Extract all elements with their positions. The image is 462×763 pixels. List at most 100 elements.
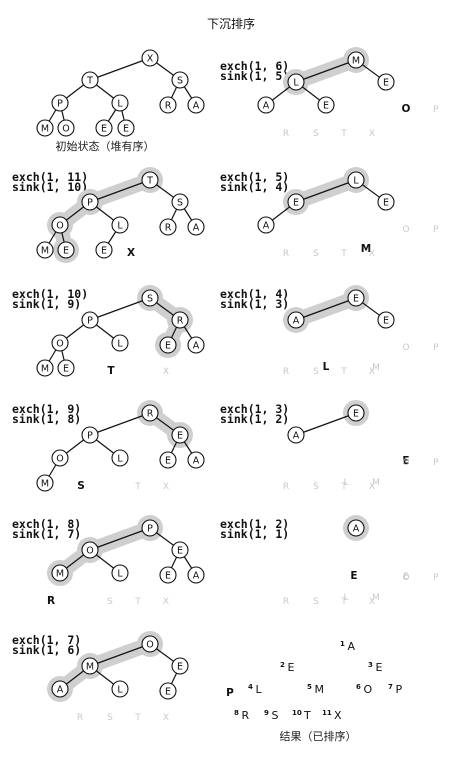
heap-node: L [111, 334, 129, 352]
sorted-key: R [283, 249, 289, 259]
heap-node-key: A [57, 685, 64, 696]
sorted-key: L [343, 593, 348, 603]
heap-node-key: E [177, 546, 183, 557]
heap-node: E [57, 359, 75, 377]
operation-label: exch(1, 5) [220, 170, 289, 184]
heap-node-key: P [87, 198, 93, 209]
heap-node-key: E [323, 101, 329, 112]
tree-edge [295, 412, 357, 436]
heap-node-key: A [193, 571, 200, 582]
tree-edge [89, 297, 151, 321]
sorted-key: T [340, 482, 347, 492]
heap-node-key: E [63, 246, 69, 257]
tree-edge [89, 179, 151, 203]
result-index: 6 [356, 683, 361, 691]
heap-node: R [159, 218, 177, 236]
sorted-key: X [369, 597, 375, 607]
heap-node: L [287, 73, 305, 91]
heap-node-key: A [293, 431, 300, 442]
heap-node-key: E [165, 341, 171, 352]
heap-node: A [187, 96, 205, 114]
operation-label: sink(1, 3) [220, 297, 289, 311]
operation-label: sink(1, 5) [220, 69, 289, 83]
sorted-key: T [340, 597, 347, 607]
heap-node: S [171, 71, 189, 89]
result-index: 4 [248, 683, 253, 691]
result-index: 9 [264, 709, 269, 717]
tree-edge [89, 643, 151, 667]
heap-node: T [81, 71, 99, 89]
heap-node: A [347, 519, 365, 537]
heap-node: A [257, 96, 275, 114]
sorted-key: M [372, 593, 380, 603]
heap-node: A [257, 216, 275, 234]
sorted-key: E [403, 572, 409, 582]
heap-node: R [171, 311, 189, 329]
heap-node-key: E [63, 364, 69, 375]
heap-node: M [36, 359, 54, 377]
heap-node: O [51, 216, 69, 234]
heap-node: L [111, 680, 129, 698]
heap-node-key: M [41, 124, 49, 135]
sorted-key: O [402, 343, 409, 353]
heap-node-key: L [117, 685, 123, 696]
operation-label: exch(1, 9) [12, 402, 81, 416]
sorted-key: X [369, 367, 375, 377]
heap-node: P [81, 426, 99, 444]
heap-node-key: A [293, 316, 300, 327]
heap-node-key: M [41, 479, 49, 490]
sorted-key: R [283, 482, 289, 492]
sorted-key: S [313, 482, 319, 492]
heap-node: E [159, 566, 177, 584]
heap-node: P [81, 193, 99, 211]
heap-node: E [347, 289, 365, 307]
result-caption: 结果（已排序） [280, 729, 357, 743]
removed-max-key: P [226, 687, 234, 699]
result-index: 7 [388, 683, 393, 691]
operation-label: exch(1, 2) [220, 517, 289, 531]
heap-node: A [287, 426, 305, 444]
heap-node: A [187, 451, 205, 469]
heap-node: O [81, 541, 99, 559]
result-index: 5 [307, 683, 312, 691]
result-key: M [315, 683, 325, 696]
heap-node-key: E [353, 409, 359, 420]
heap-node-key: E [165, 687, 171, 698]
heap-node: A [187, 218, 205, 236]
operation-label: exch(1, 7) [12, 633, 81, 647]
heap-node: A [187, 566, 205, 584]
heap-node: E [171, 541, 189, 559]
heap-node: E [377, 73, 395, 91]
heap-node-key: M [41, 246, 49, 257]
heap-node-key: A [193, 341, 200, 352]
heap-node-key: M [86, 662, 94, 673]
operation-label: sink(1, 9) [12, 297, 81, 311]
result-key: P [396, 683, 403, 696]
heap-node-key: R [165, 223, 172, 234]
removed-max-key: T [107, 365, 115, 377]
heap-node: M [347, 51, 365, 69]
heap-node: E [159, 682, 177, 700]
tree-edge [89, 412, 151, 436]
heap-node-key: M [56, 569, 64, 580]
sorted-key: O [402, 458, 409, 468]
heap-node-key: A [263, 221, 270, 232]
result-key: R [242, 709, 250, 722]
heap-node: R [159, 96, 177, 114]
heap-node: O [51, 449, 69, 467]
sorted-key: S [107, 713, 113, 723]
sorted-key: R [283, 367, 289, 377]
heap-node-key: O [146, 640, 153, 651]
heap-node-key: R [165, 101, 172, 112]
heap-node-key: L [117, 339, 123, 350]
tree-edge [89, 527, 151, 551]
heap-node: M [36, 241, 54, 259]
heap-node-key: T [86, 76, 93, 87]
